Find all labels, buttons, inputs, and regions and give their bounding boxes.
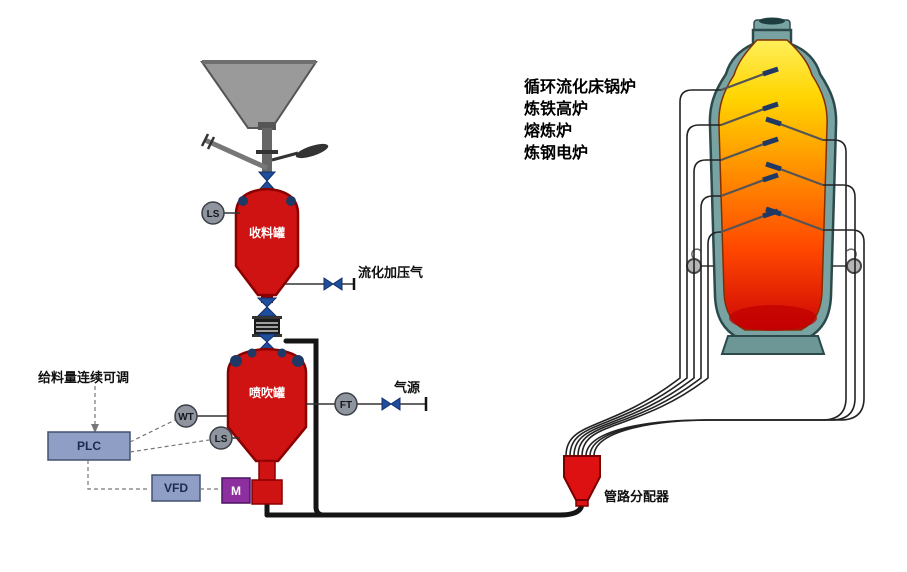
- furnace-type-label: 炼钢电炉: [524, 143, 588, 162]
- handwheel-icon: [295, 143, 329, 159]
- melt-pool: [729, 305, 817, 331]
- lance-tips-right: [765, 116, 782, 217]
- arrow-down-icon: [91, 424, 99, 433]
- vfd-box: [151, 474, 201, 502]
- lance-tip-icon: [762, 136, 779, 147]
- fluidization-valve-icon: [323, 277, 334, 291]
- conveying-pipe: [264, 338, 585, 518]
- fluidization-valve-icon: [332, 277, 343, 291]
- fill-valve-icon: [256, 333, 278, 343]
- feed-adjustable-label: 给料量连续可调: [38, 370, 129, 385]
- inter-tank-valves: [252, 295, 282, 352]
- feed-hopper: [200, 60, 329, 176]
- plc-label: PLC: [77, 439, 101, 453]
- lance-tip-icon: [765, 161, 782, 172]
- lance-pipe-6: [585, 139, 847, 457]
- hopper-outlet: [258, 122, 276, 130]
- control-system: 给料量连续可调 PLC VFD M: [38, 370, 251, 504]
- pipe-bundle: [565, 66, 865, 457]
- instrument-circle-icon: [209, 426, 233, 450]
- furnace-base: [720, 335, 826, 355]
- plc-box: [47, 431, 131, 461]
- lance-pipe-1: [565, 89, 721, 457]
- distributor-body-icon: [563, 455, 601, 501]
- stem-flange: [256, 150, 278, 154]
- furnace-type-list: 循环流化床锅炉 炼铁高炉 熔炼炉 炼钢电炉: [524, 77, 636, 162]
- trunnion-hook-right-icon: [846, 258, 862, 274]
- injection-tank: 喷吹罐: [226, 347, 308, 505]
- gas-source-valve-icon: [390, 397, 401, 411]
- furnace-type-label: 熔炼炉: [524, 121, 572, 140]
- lance-pipe-3: [573, 159, 721, 457]
- dome-fitting-icon: [247, 348, 257, 358]
- distributor-label: 管路分配器: [604, 489, 670, 504]
- lance-pipe-5: [581, 231, 721, 457]
- discharge-valve-icon: [256, 306, 278, 317]
- bellows-flange: [252, 316, 282, 319]
- rotary-feeder: [251, 479, 283, 505]
- side-feed-pipe: [203, 137, 269, 171]
- furnace-type-label: 炼铁高炉: [524, 99, 588, 118]
- weight-transmitter: WT: [174, 404, 228, 428]
- handwheel-stem: [271, 151, 299, 162]
- fluidization-gas-label: 流化加压气: [358, 265, 423, 280]
- dome-fitting-icon: [238, 196, 248, 206]
- pipe-distributor: 管路分配器: [563, 455, 670, 507]
- hopper-funnel-icon: [200, 61, 318, 129]
- level-switch-top: LS: [201, 201, 240, 225]
- furnace-type-label: 循环流化床锅炉: [524, 77, 636, 96]
- flange-tick: [200, 133, 210, 147]
- control-dash-line: [129, 419, 176, 443]
- level-switch-bottom: LS: [209, 426, 240, 450]
- flange-tick: [206, 136, 216, 150]
- gas-source-line: FT 气源: [306, 380, 428, 416]
- motor-box: [221, 477, 251, 504]
- dome-fitting-icon: [292, 355, 304, 367]
- lance-tip-icon: [765, 206, 782, 217]
- tank-bottom-stem: [258, 460, 276, 482]
- weight-transmitter-label: WT: [178, 412, 194, 423]
- receiving-tank: 收料罐: [234, 171, 300, 297]
- instrument-circle-icon: [201, 201, 225, 225]
- vfd-label: VFD: [164, 481, 188, 495]
- furnace: [686, 17, 862, 355]
- gas-source-valve-icon: [381, 397, 392, 411]
- level-switch-bottom-label: LS: [215, 434, 228, 445]
- dome-fitting-icon: [277, 348, 287, 358]
- receiving-tank-label: 收料罐: [249, 225, 285, 240]
- lance-tip-icon: [762, 66, 779, 77]
- dome-fitting-icon: [286, 196, 296, 206]
- lance-pipe-2: [569, 124, 721, 457]
- lance-pipe-8: [593, 229, 865, 457]
- lance-tip-icon: [762, 101, 779, 112]
- furnace-mouth-icon: [759, 17, 785, 25]
- lance-tip-icon: [765, 116, 782, 127]
- level-switch-top-label: LS: [207, 209, 220, 220]
- lance-pipe-7: [589, 184, 856, 457]
- inlet-valve-icon: [257, 171, 277, 182]
- gas-source-label: 气源: [394, 380, 420, 395]
- lance-tip-icon: [762, 172, 779, 183]
- flow-transmitter-label: FT: [340, 400, 352, 411]
- motor-label: M: [231, 484, 241, 498]
- control-dash-line: [129, 439, 210, 453]
- lance-pipe-4: [577, 195, 721, 457]
- dome-fitting-icon: [230, 355, 242, 367]
- furnace-flame: [718, 39, 828, 331]
- discharge-valve-icon: [256, 297, 278, 308]
- injection-tank-body: [226, 347, 308, 463]
- fluidization-gas-line: 流化加压气: [285, 265, 423, 291]
- injection-tank-label: 喷吹罐: [249, 385, 285, 400]
- control-dash-line: [87, 460, 150, 490]
- instrument-circle-icon: [174, 404, 198, 428]
